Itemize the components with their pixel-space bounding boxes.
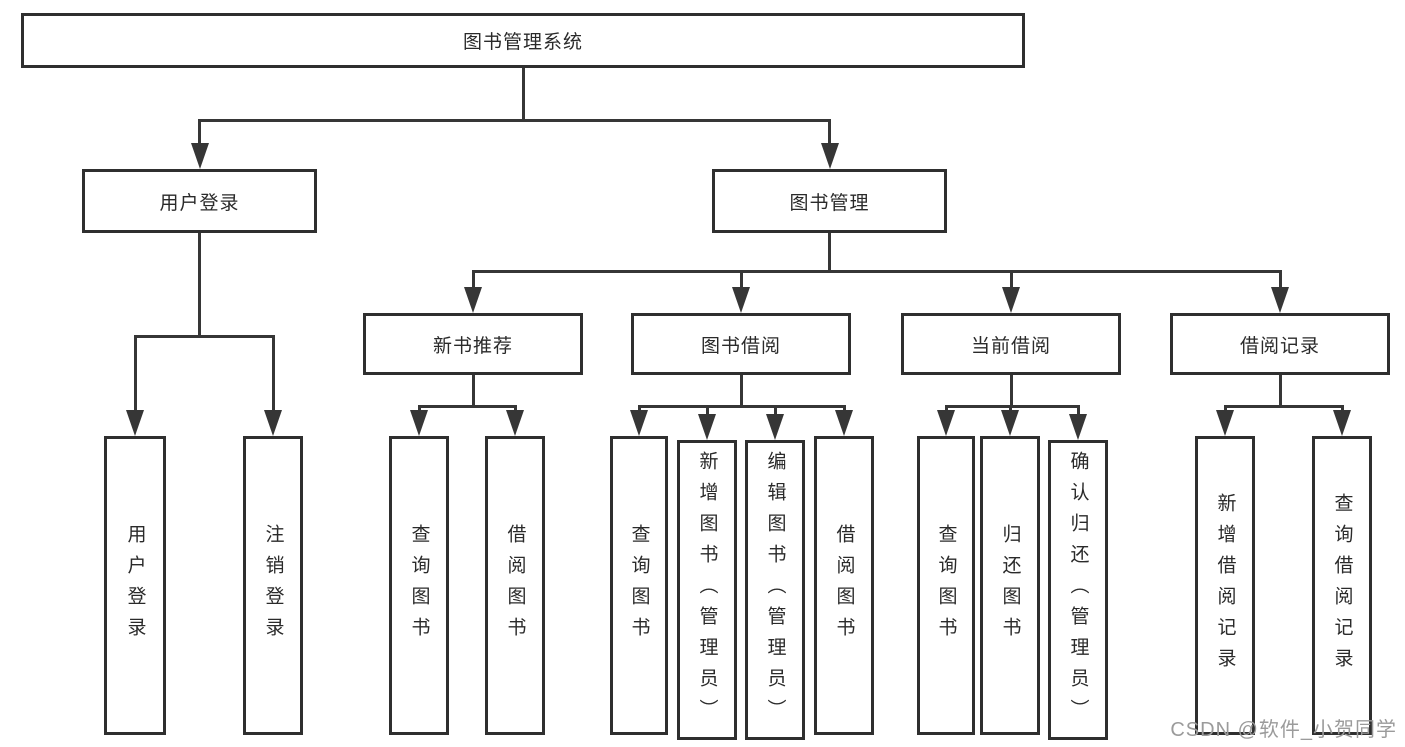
arrowhead-recd-add [1216,410,1234,436]
arrowhead-cur-confirm [1069,414,1087,440]
node-label-mgmt: 图书管理 [789,192,870,214]
arrowhead-rec-query [410,410,428,436]
node-label-cur-query: 查询图书 [935,523,957,648]
edge-drop-login [198,120,201,163]
edge-trunk-borrow [637,404,846,408]
node-label-rec-query: 查询图书 [408,523,430,648]
arrowhead-bor-add [698,414,716,440]
diagram-node-records: 借阅记录 [1170,313,1390,375]
diagram-node-bor-add: 新增图书（管理员） [677,440,737,740]
diagram-node-bor-borrow: 借阅图书 [814,436,874,735]
diagram-node-current: 当前借阅 [901,313,1121,375]
edge-stem-root [521,68,525,122]
diagram-node-recd-add: 新增借阅记录 [1195,436,1255,735]
arrowhead-user-login [126,410,144,436]
edge-trunk-root [198,118,831,122]
arrowhead-current [1002,287,1020,313]
node-label-root: 图书管理系统 [462,32,583,53]
edge-trunk-current [944,404,1080,408]
edge-stem-current [1009,375,1013,408]
node-label-rec-borrow: 借阅图书 [504,523,526,648]
edge-trunk-login [133,334,275,338]
arrowhead-records [1271,287,1289,313]
node-label-borrow: 图书借阅 [700,335,781,357]
diagram-node-logout: 注销登录 [243,436,303,735]
arrowhead-borrow [732,287,750,313]
arrowhead-bor-query [630,410,648,436]
node-label-records: 借阅记录 [1239,335,1320,357]
edge-drop-mgmt [828,120,831,163]
arrowhead-rec-borrow [506,410,524,436]
edge-stem-mgmt [828,233,831,273]
arrowhead-logout [264,410,282,436]
edge-drop-user-login [133,336,137,430]
diagram-node-user-login: 用户登录 [104,436,166,735]
node-label-user-login: 用户登录 [124,523,146,648]
edge-stem-records [1278,375,1282,408]
node-label-recd-add: 新增借阅记录 [1214,492,1236,679]
csdn-watermark: CSDN @软件_小贺同学 [1170,719,1397,741]
diagram-node-rec-borrow: 借阅图书 [485,436,545,735]
diagram-node-root: 图书管理系统 [21,13,1025,68]
diagram-node-cur-query: 查询图书 [917,436,975,735]
diagram-node-recd-query: 查询借阅记录 [1312,436,1372,735]
diagram-node-borrow: 图书借阅 [631,313,851,375]
arrowhead-recommend [464,287,482,313]
node-label-login: 用户登录 [159,192,240,214]
node-label-recd-query: 查询借阅记录 [1331,492,1353,679]
node-label-recommend: 新书推荐 [432,335,513,357]
node-label-logout: 注销登录 [262,523,284,648]
edge-stem-login [198,233,201,338]
diagram-node-login: 用户登录 [82,169,317,233]
arrowhead-bor-borrow [835,410,853,436]
node-label-bor-borrow: 借阅图书 [833,523,855,648]
diagram-node-bor-query: 查询图书 [610,436,668,735]
arrowhead-bor-edit [766,414,784,440]
edge-trunk-recommend [417,404,517,408]
edge-trunk-mgmt [471,269,1282,273]
diagram-node-bor-edit: 编辑图书（管理员） [745,440,805,740]
edge-stem-recommend [471,375,475,408]
diagram-node-mgmt: 图书管理 [712,169,947,233]
edge-drop-logout [271,336,275,430]
diagram-node-rec-query: 查询图书 [389,436,449,735]
node-label-bor-edit: 编辑图书（管理员） [764,450,786,730]
arrowhead-login [190,143,209,169]
node-label-bor-add: 新增图书（管理员） [696,450,718,730]
edge-trunk-records [1223,404,1344,408]
diagram-node-recommend: 新书推荐 [363,313,583,375]
arrowhead-cur-query [937,410,955,436]
arrowhead-cur-return [1001,410,1019,436]
arrowhead-recd-query [1333,410,1351,436]
diagram-node-cur-confirm: 确认归还（管理员） [1048,440,1108,740]
arrowhead-mgmt [820,143,839,169]
diagram-node-cur-return: 归还图书 [980,436,1040,735]
node-label-cur-return: 归还图书 [999,523,1021,648]
edge-stem-borrow [739,375,743,408]
node-label-bor-query: 查询图书 [628,523,650,648]
node-label-cur-confirm: 确认归还（管理员） [1067,450,1089,730]
node-label-current: 当前借阅 [970,335,1051,357]
